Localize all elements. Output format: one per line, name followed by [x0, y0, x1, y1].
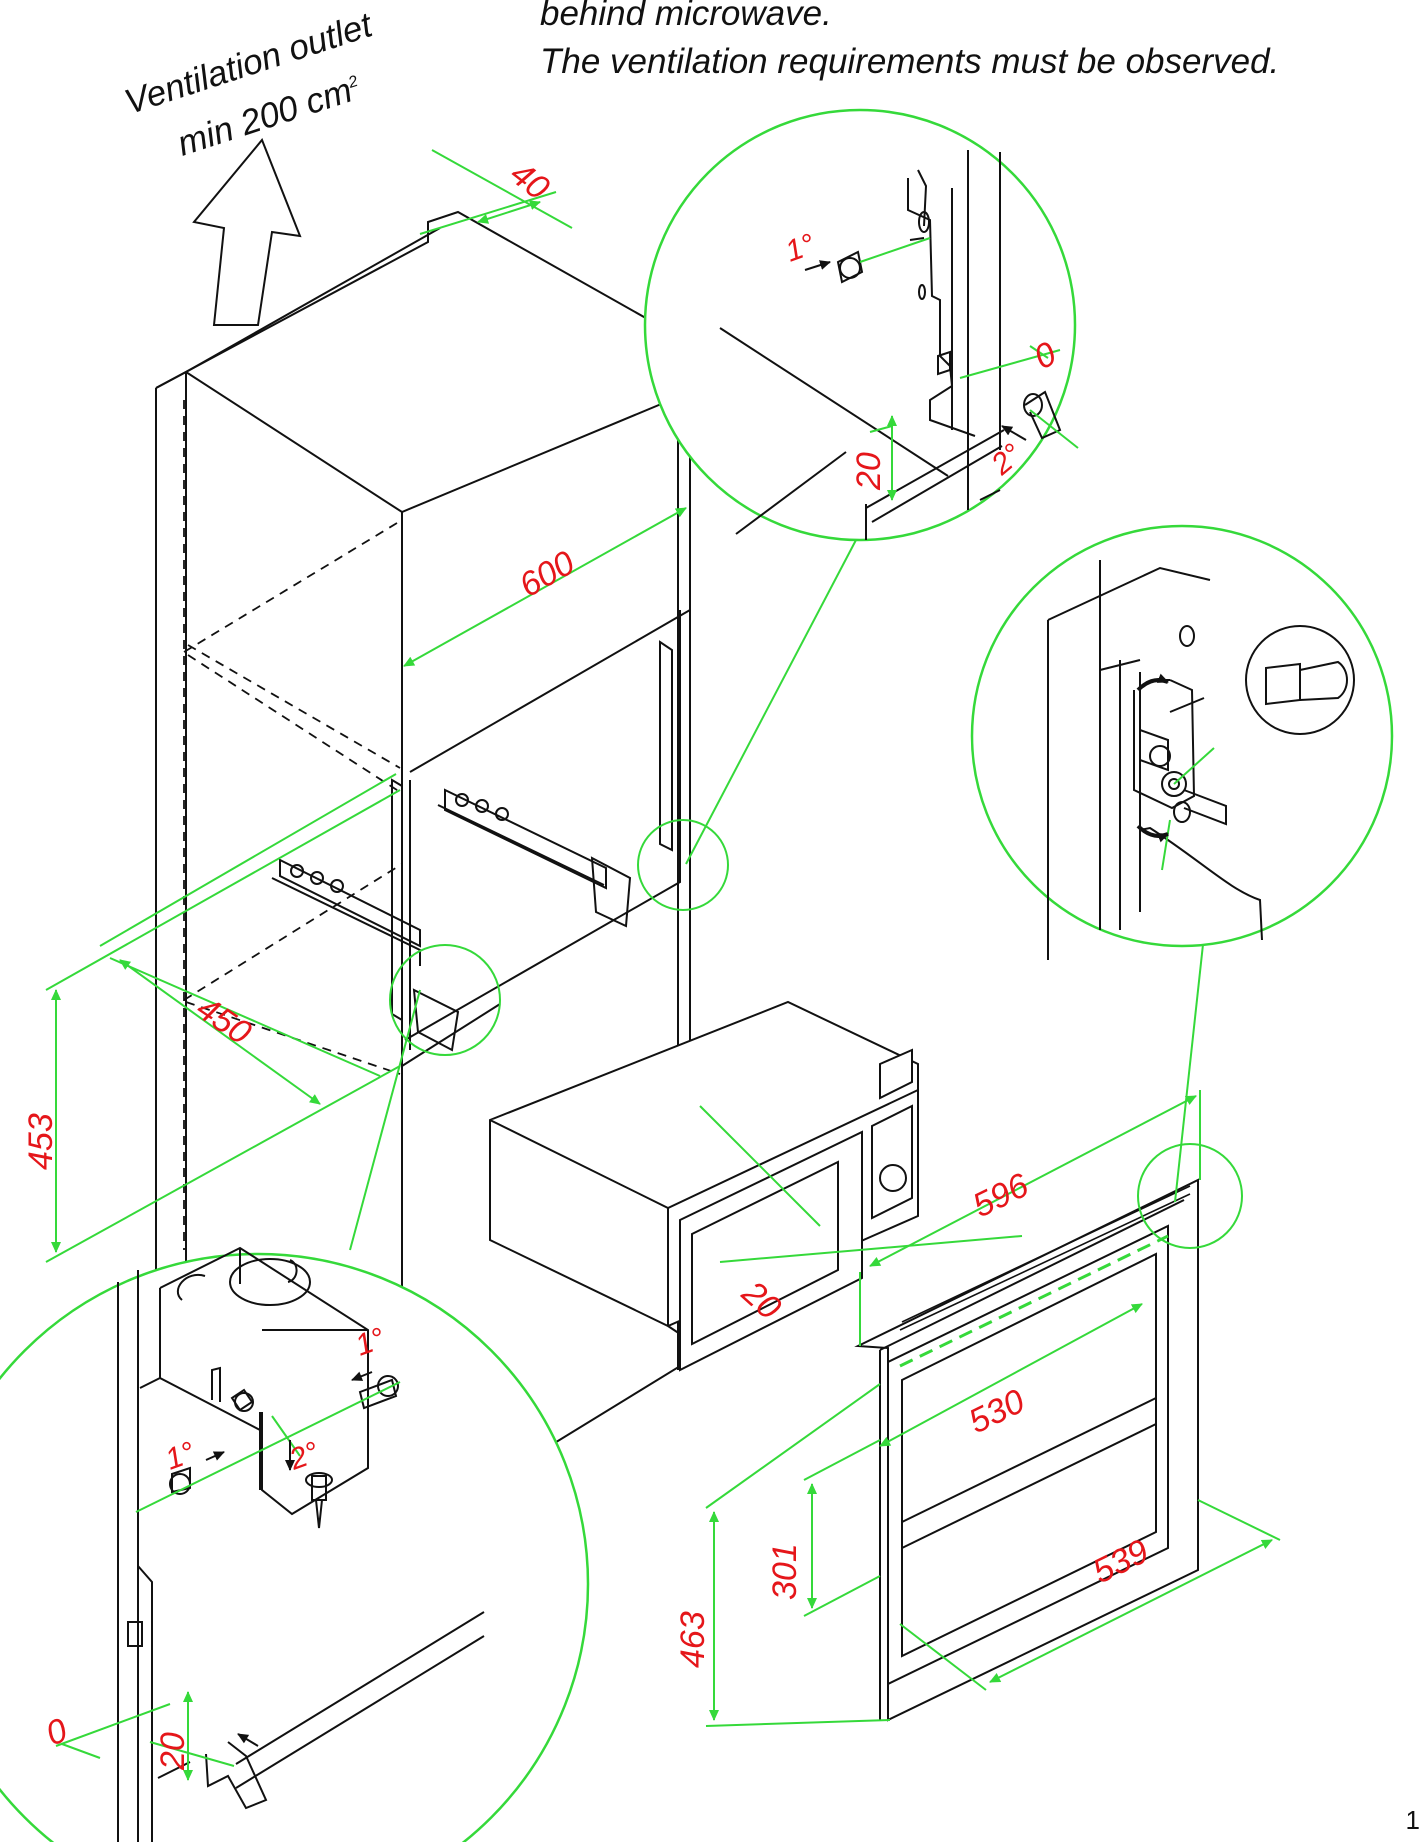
detail-circle-bottom [0, 1246, 590, 1842]
detail-circle-top [643, 108, 1079, 542]
hidden-edges [183, 400, 403, 1250]
screw-icon [169, 1375, 399, 1529]
dimension-596: 596 [967, 1166, 1035, 1225]
detail-circle-right [970, 524, 1394, 960]
ventilation-arrow-icon [192, 138, 302, 326]
page-number: 1 [1405, 1805, 1420, 1835]
dimension-450: 450 [190, 989, 258, 1052]
dimension-20-bottom: 20 [154, 1732, 192, 1771]
dimension-301: 301 [766, 1543, 804, 1600]
note-line-2: The ventilation requirements must be obs… [540, 42, 1280, 81]
dimension-463: 463 [674, 1611, 712, 1668]
dimension-20-top: 20 [850, 452, 888, 491]
dimension-600: 600 [513, 544, 581, 605]
mounting-rails [271, 640, 673, 1052]
dimension-lines [45, 149, 1281, 1727]
note-line-1: behind microwave. [540, 0, 832, 33]
dimension-40: 40 [503, 154, 556, 207]
microwave [489, 1000, 919, 1372]
microwave-frame [854, 1178, 1199, 1722]
dimension-453: 453 [22, 1113, 60, 1170]
